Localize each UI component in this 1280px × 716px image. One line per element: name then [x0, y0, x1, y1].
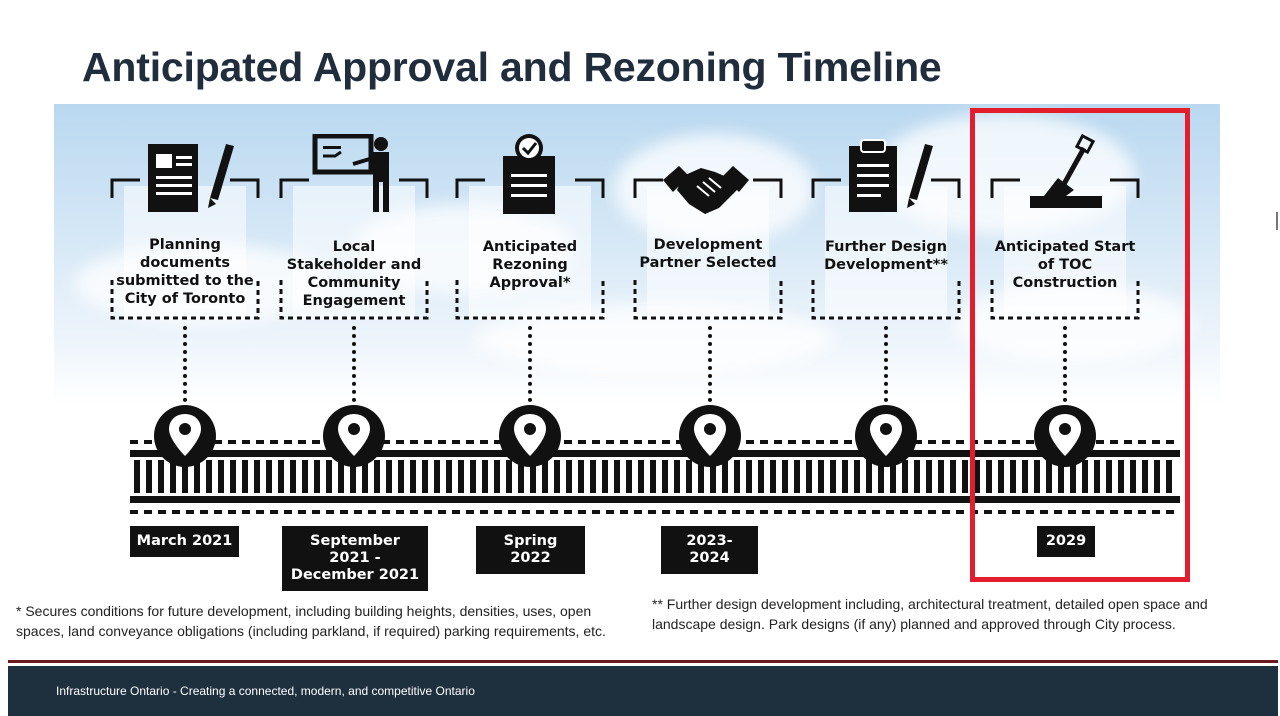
shovel-icon: [1030, 134, 1102, 208]
connector-line: [1063, 326, 1067, 402]
milestone-label: Development Partner Selected: [639, 237, 777, 271]
milestone-box-construction: Anticipated Start of TOC Construction: [990, 134, 1140, 320]
clipboard-check-icon: [503, 134, 555, 214]
location-pin-icon: [1034, 405, 1096, 467]
location-pin-icon: [499, 405, 561, 467]
milestone-label: Planning documents submitted to the City…: [116, 237, 254, 307]
document-pen-icon: [148, 144, 234, 212]
milestone-date: September 2021 - December 2021: [282, 526, 428, 591]
footer-text: Infrastructure Ontario - Creating a conn…: [56, 684, 475, 698]
milestone-label: Anticipated Start of TOC Construction: [994, 239, 1136, 291]
clipboard-pen-icon: [849, 139, 933, 212]
milestone-label: Anticipated Rezoning Approval*: [482, 239, 578, 291]
handshake-icon: [663, 166, 749, 214]
milestone-date: 2023-2024: [661, 526, 758, 574]
milestone-date: Spring 2022: [476, 526, 585, 574]
presentation-board-icon: [312, 134, 389, 212]
connector-line: [528, 326, 532, 402]
milestone-box-engagement: Local Stakeholder and Community Engageme…: [279, 134, 429, 320]
location-pin-icon: [323, 405, 385, 467]
rail-track: [130, 440, 1180, 514]
connector-line: [884, 326, 888, 402]
footer-divider: [8, 660, 1278, 663]
slide-title: Anticipated Approval and Rezoning Timeli…: [82, 44, 942, 90]
connector-line: [183, 326, 187, 402]
milestone-box-planning: Planning documents submitted to the City…: [110, 144, 260, 320]
footnote-double-asterisk: ** Further design development including,…: [652, 596, 1208, 632]
footer-bar: Infrastructure Ontario - Creating a conn…: [8, 666, 1278, 716]
highlight-box: [970, 108, 1190, 582]
location-pin-icon: [154, 405, 216, 467]
milestone-box-partner: Development Partner Selected: [633, 166, 783, 320]
milestone-label: Local Stakeholder and Community Engageme…: [286, 239, 422, 309]
location-pin-icon: [679, 405, 741, 467]
milestone-box-rezoning: Anticipated Rezoning Approval*: [455, 134, 605, 320]
milestone-label: Further Design Development**: [824, 239, 948, 273]
edge-mark: [1276, 212, 1278, 230]
milestone-box-design: Further Design Development**: [811, 139, 961, 320]
location-pin-icon: [855, 405, 917, 467]
milestone-date: 2029: [1037, 526, 1095, 557]
connector-line: [708, 326, 712, 402]
footnote-single-asterisk: * Secures conditions for future developm…: [16, 603, 606, 639]
connector-line: [352, 326, 356, 402]
milestone-date: March 2021: [130, 526, 239, 557]
